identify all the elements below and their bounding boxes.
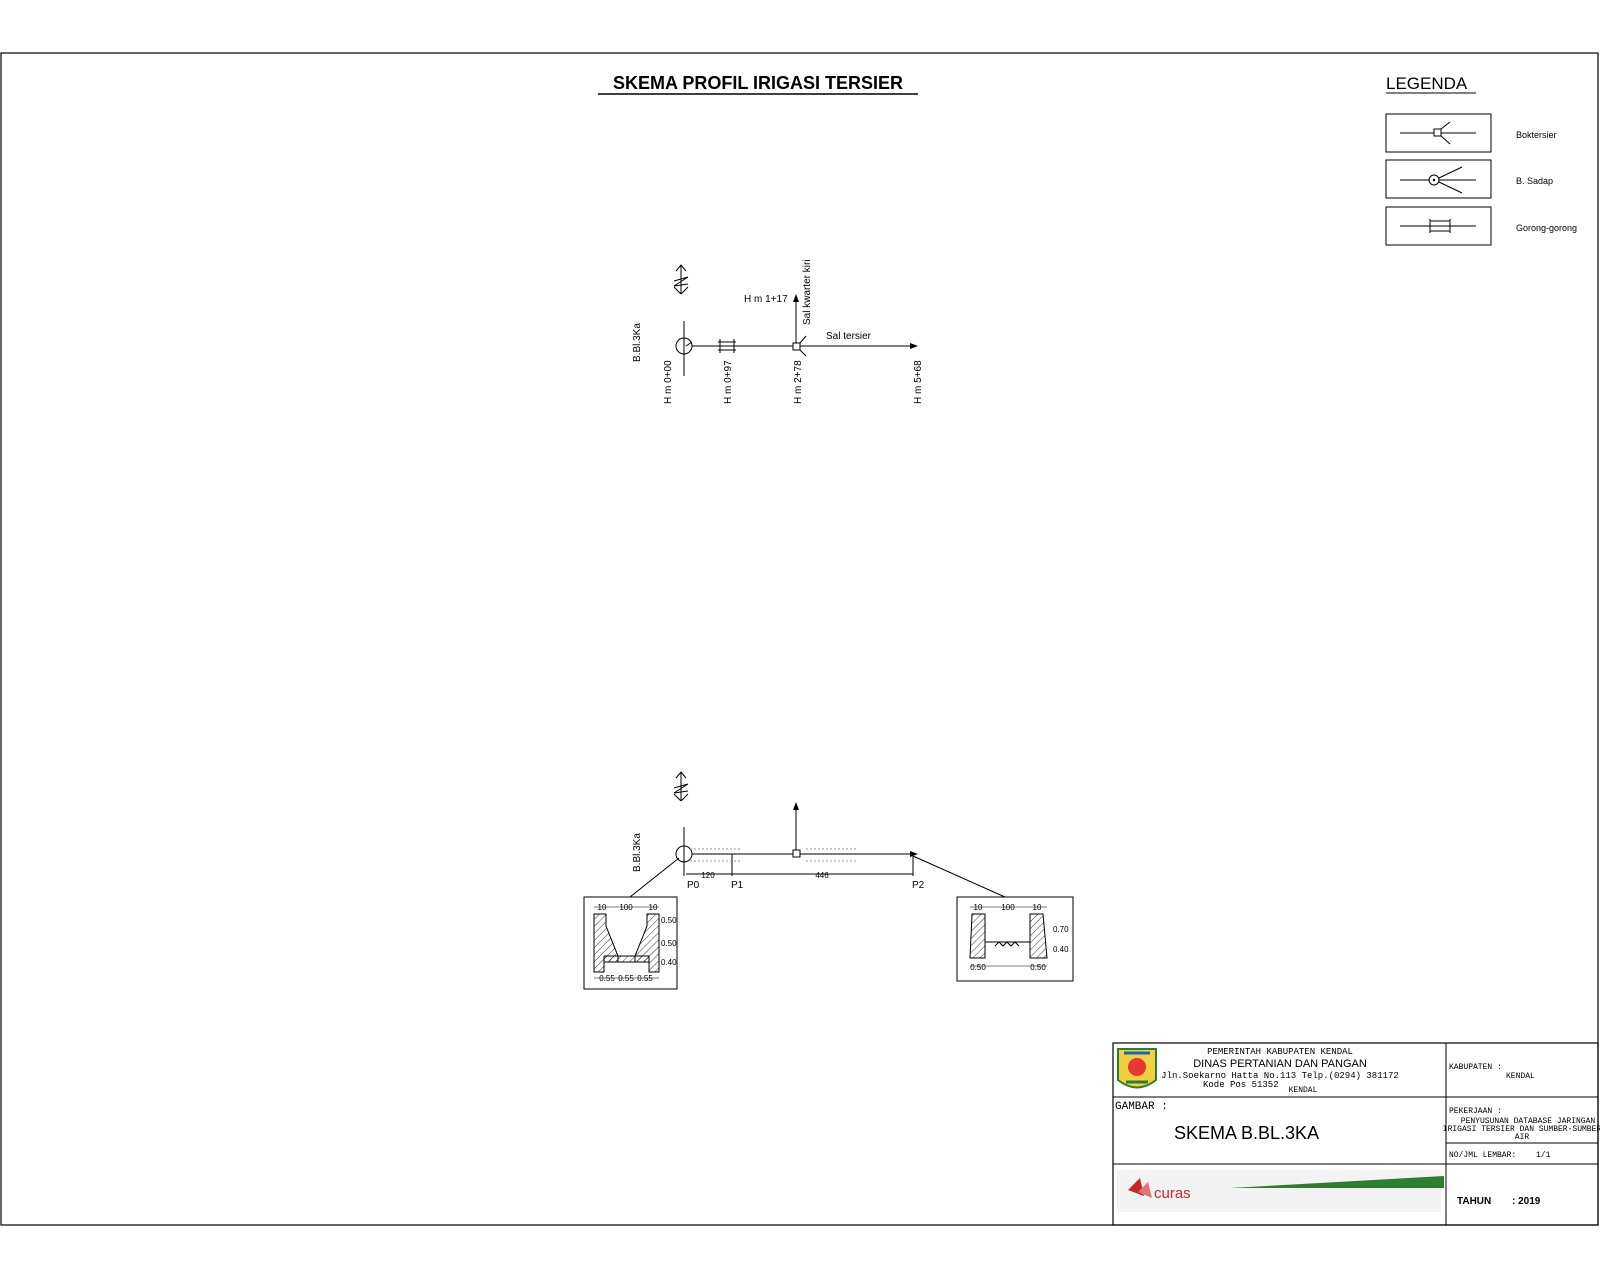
left-bottom-dim-0: 0.55 [599,974,615,983]
gambar-label: GAMBAR : [1115,1101,1168,1113]
right-bottom-dim-0: 0.50 [970,963,986,972]
right-bottom-dim-1: 0.50 [1030,963,1046,972]
legend: LEGENDA Boktersier B. Sadap Gorong-go [1385,74,1577,246]
consultant-name: curas [1154,1185,1191,1202]
profile-box-tersier-symbol [792,849,801,858]
gorong-gorong-icon [1400,219,1476,233]
cross-section-p0: 10 100 10 0.50 0.50 0.40 0.55 0.55 0.55 [583,896,678,990]
right-top-dim-1: 100 [1001,903,1015,912]
distance-label-1: 446 [815,871,829,880]
station-label-0: H m 0+00 [663,360,674,404]
pekerjaan-line-1: PENYUSUNAN DATABASE JARINGAN [1461,1117,1596,1126]
legend-box-3 [1385,206,1492,246]
sheet-value: 1/1 [1536,1151,1551,1160]
leader-line-right [912,855,1006,898]
agency-name: DINAS PERTANIAN DAN PANGAN [1193,1058,1367,1070]
legend-title: LEGENDA [1386,74,1468,93]
agency-postal: Kode Pos 51352 [1203,1080,1279,1090]
branch-channel-label: Sal kwarter kiri [802,259,813,325]
kendal-emblem-icon [1117,1048,1157,1089]
irrigation-scheme: H m 1+17 Sal kwarter kiri Sal tersier B.… [632,259,924,404]
point-label-p2: P2 [912,880,925,891]
gambar-value: SKEMA B.BL.3KA [1174,1123,1319,1143]
cross-section-p2: 10 100 10 0.70 0.40 0.50 0.50 [956,896,1074,982]
pekerjaan-line-2: IRIGASI TERSIER DAN SUMBER-SUMBER [1443,1125,1600,1134]
branch-arrow-icon [793,294,799,302]
left-side-dim-2: 0.40 [661,958,677,967]
north-arrow-icon [673,264,689,295]
distance-label-0: 120 [701,871,715,880]
b-sadap-icon [1400,166,1476,194]
consultant-logo-stripe [1230,1176,1444,1188]
left-top-dim-0: 10 [598,903,607,912]
profile-intake-label: B.Bl.3Ka [632,833,643,872]
station-label-2: H m 2+78 [793,360,804,404]
consultant-logo-icon [1128,1178,1152,1198]
kabupaten-value: KENDAL [1506,1072,1535,1081]
legend-label-2: B. Sadap [1516,176,1553,186]
right-top-dim-0: 10 [974,903,983,912]
legend-box-1 [1385,113,1492,153]
left-bottom-dim-1: 0.55 [618,974,634,983]
left-bottom-dim-2: 0.55 [637,974,653,983]
leader-line-left [629,857,680,898]
right-side-dim-0: 0.70 [1053,925,1069,934]
agency-city: KENDAL [1289,1086,1318,1095]
branch-station-label: H m 1+17 [744,294,788,305]
kabupaten-label: KABUPATEN : [1449,1063,1502,1072]
right-side-dim-1: 0.40 [1053,945,1069,954]
tahun-label: TAHUN [1457,1196,1491,1207]
north-arrow-icon-2 [673,771,689,802]
profile-arrow-icon [910,851,918,857]
culvert-symbol [718,339,736,353]
consultant-logo-background [1117,1170,1441,1212]
title-block: PEMERINTAH KABUPATEN KENDAL DINAS PERTAN… [1112,1042,1600,1226]
profile-branch-arrow-icon [793,802,799,810]
point-label-p0: P0 [687,880,700,891]
box-tersier-icon [1400,121,1476,145]
legend-label-3: Gorong-gorong [1516,223,1577,233]
left-top-dim-1: 100 [619,903,633,912]
station-label-3: H m 5+68 [913,360,924,404]
right-top-dim-2: 10 [1033,903,1042,912]
left-side-dim-0: 0.50 [661,916,677,925]
left-side-dim-1: 0.50 [661,939,677,948]
box-tersier-symbol [792,342,801,351]
agency-address: Jln.Soekarno Hatta No.113 Telp.(0294) 38… [1161,1071,1399,1081]
station-label-1: H m 0+97 [723,360,734,404]
legend-box-2 [1385,159,1492,199]
channel-arrow-icon [910,343,918,349]
pekerjaan-label: PEKERJAAN : [1449,1107,1502,1116]
point-label-p1: P1 [731,880,744,891]
left-top-dim-2: 10 [649,903,658,912]
channel-profile: B.Bl.3Ka 120 446 P0 P1 P2 10 100 10 0.50 [583,771,1074,990]
pekerjaan-line-3: AIR [1515,1133,1530,1142]
intake-label: B.Bl.3Ka [632,323,643,362]
sheet-border [0,52,1599,1226]
drawing-title: SKEMA PROFIL IRIGASI TERSIER [613,73,903,93]
tahun-value: : 2019 [1512,1196,1541,1207]
gov-name: PEMERINTAH KABUPATEN KENDAL [1207,1047,1353,1057]
tersier-channel-label: Sal tersier [826,331,872,342]
sheet-label: NO/JML LEMBAR: [1449,1151,1516,1160]
legend-label-1: Boktersier [1516,130,1557,140]
